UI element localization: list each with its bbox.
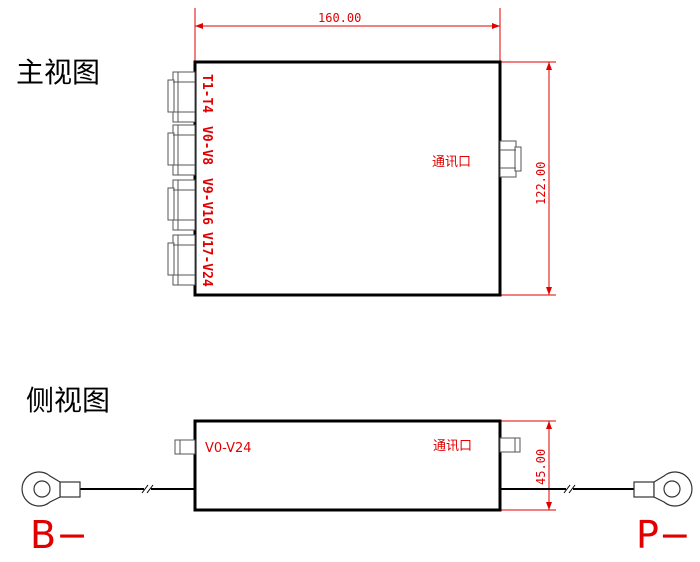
port-label-v0-v8: V0-V8 [199, 126, 214, 165]
side-height-dimension-label: 45.00 [534, 449, 548, 485]
port-label-v17-v24: V17-V24 [199, 232, 214, 287]
connector-1 [167, 71, 196, 123]
side-view: 侧视图 45.00 V0-V24 通讯口 [21, 384, 693, 557]
comm-connector-top [499, 140, 522, 178]
height-dimension: 122.00 [500, 61, 556, 296]
right-cable [500, 484, 634, 494]
side-range-label: V0-V24 [205, 441, 252, 456]
left-terminal-label: B− [30, 513, 88, 557]
port-label-v9-v16: V9-V16 [199, 178, 214, 225]
top-view-title: 主视图 [16, 56, 100, 89]
connector-2 [167, 124, 196, 176]
height-dimension-label: 122.00 [534, 162, 548, 205]
side-view-enclosure [193, 419, 502, 512]
left-cable [80, 484, 195, 494]
comm-port-label-side: 通讯口 [433, 439, 472, 454]
width-dimension: 160.00 [194, 8, 501, 62]
side-connector-left [174, 439, 196, 455]
left-connectors [167, 71, 196, 286]
top-view: 主视图 160.00 122.00 [16, 8, 556, 297]
right-terminal-label: P− [636, 513, 691, 557]
side-connector-right [499, 437, 521, 453]
top-view-enclosure [193, 60, 502, 297]
port-label-t1-t4: T1-T4 [199, 74, 214, 113]
connector-3 [167, 179, 196, 231]
comm-port-label-top: 通讯口 [432, 155, 471, 170]
side-view-title: 侧视图 [26, 384, 110, 417]
left-ring-terminal-icon [21, 471, 81, 507]
right-ring-terminal-icon [633, 471, 693, 507]
width-dimension-label: 160.00 [318, 11, 361, 25]
connector-4 [167, 234, 196, 286]
side-height-dimension: 45.00 [500, 420, 556, 511]
